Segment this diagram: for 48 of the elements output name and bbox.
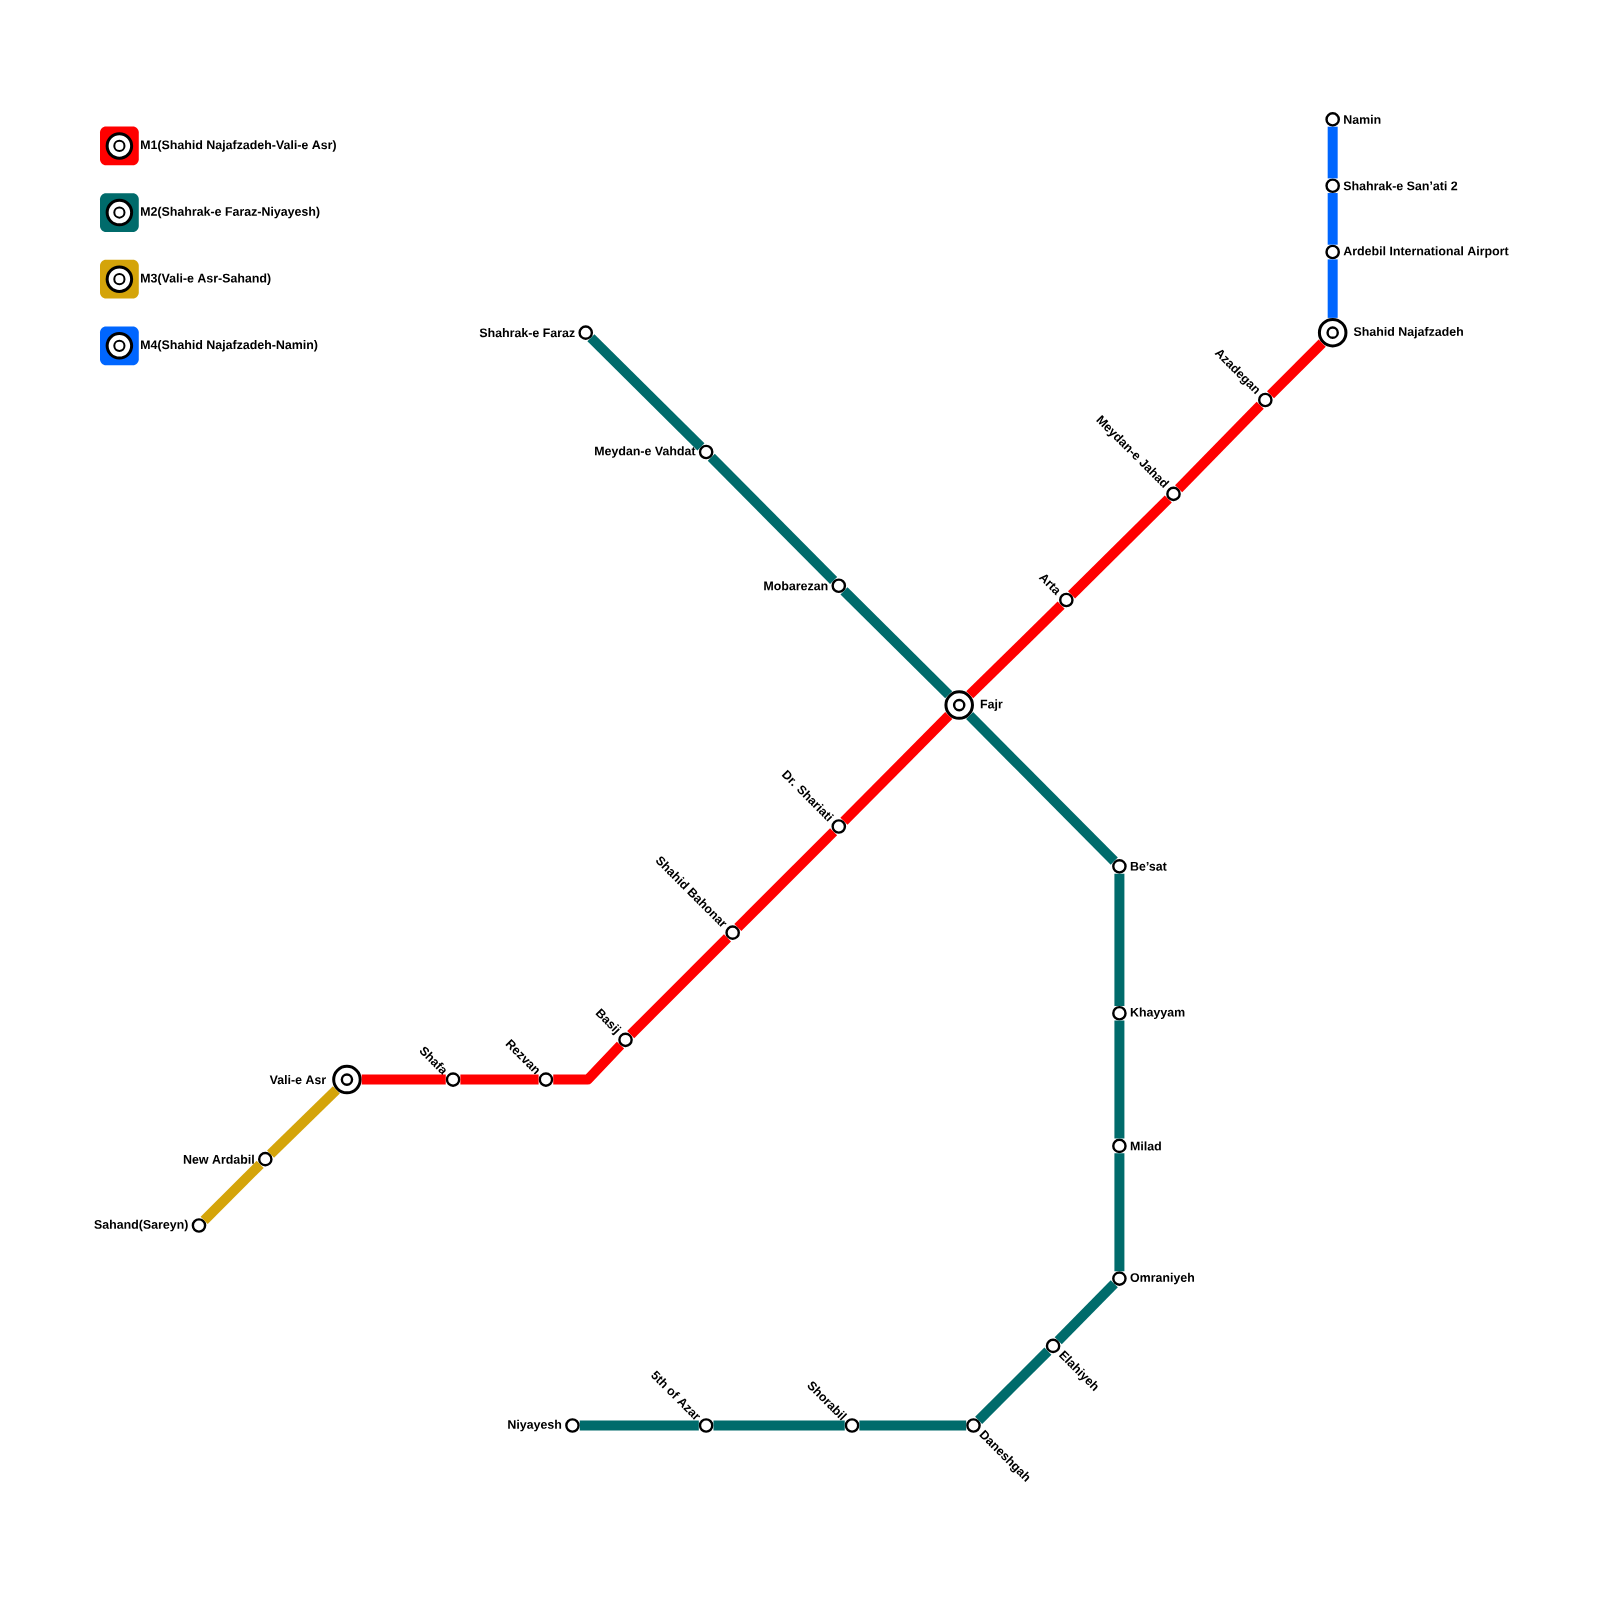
line-segment — [734, 828, 838, 931]
line-segment — [1327, 126, 1338, 179]
line-segment — [553, 1041, 625, 1085]
station-label: Shahrak-e San’ati 2 — [1343, 181, 1458, 191]
station-label: Omraniyeh — [1130, 1272, 1194, 1285]
station-label: Ardebil International Airport — [1343, 246, 1509, 258]
station-label: Shahid Najafzadeh — [1353, 326, 1463, 339]
station-label: Arta — [1038, 574, 1060, 596]
line-segment — [200, 1160, 264, 1224]
line-segment — [713, 1420, 845, 1431]
line-segment — [966, 712, 1118, 865]
line-segment — [707, 453, 838, 585]
line-segment — [1114, 1153, 1125, 1272]
station-label: Sahand(Sareyn) — [94, 1219, 188, 1232]
station-label: Namin — [1344, 114, 1381, 124]
legend-label: M1(Shahid Najafzadeh-Vali-e Asr) — [141, 140, 336, 152]
station-label: Fajr — [980, 699, 1003, 711]
line-segment — [1175, 401, 1264, 493]
legend-label: M2(Shahrak-e Faraz-Niyayesh) — [141, 206, 320, 219]
line-segment — [267, 1086, 340, 1158]
line-segment — [587, 334, 705, 451]
line-segment — [1068, 495, 1172, 599]
line-segment — [579, 1420, 699, 1431]
station-label: Niyayesh — [508, 1419, 562, 1432]
line-segment — [460, 1074, 539, 1085]
line-segment — [1266, 339, 1326, 399]
line-segment — [1114, 873, 1125, 1006]
station-label: New Ardabil — [183, 1154, 254, 1164]
station-label: Meydan-e Vahdat — [595, 446, 696, 458]
line-segment — [1327, 259, 1338, 318]
line-segment — [1114, 1020, 1125, 1139]
legend-label: M3(Vali-e Asr-Sahand) — [141, 273, 271, 285]
station-label: Milad — [1130, 1141, 1161, 1151]
line-segment — [975, 1347, 1052, 1424]
legend-label: M4(Shahid Najafzadeh-Namin) — [141, 340, 318, 352]
line-segment — [361, 1074, 446, 1085]
line-segment — [1327, 193, 1338, 245]
station-label: Mobarezan — [764, 581, 828, 591]
station-label: Be’sat — [1130, 862, 1167, 871]
line-segment — [1054, 1280, 1118, 1345]
station-label: Shahrak-e Faraz — [479, 328, 575, 338]
station-label: Khayyam — [1130, 1007, 1185, 1020]
station-label: Vali-e Asr — [269, 1075, 326, 1085]
line-segment — [840, 712, 953, 825]
line-segment — [966, 601, 1065, 699]
line-segment — [840, 587, 953, 699]
line-segment — [859, 1420, 967, 1431]
line-segment — [627, 934, 732, 1039]
